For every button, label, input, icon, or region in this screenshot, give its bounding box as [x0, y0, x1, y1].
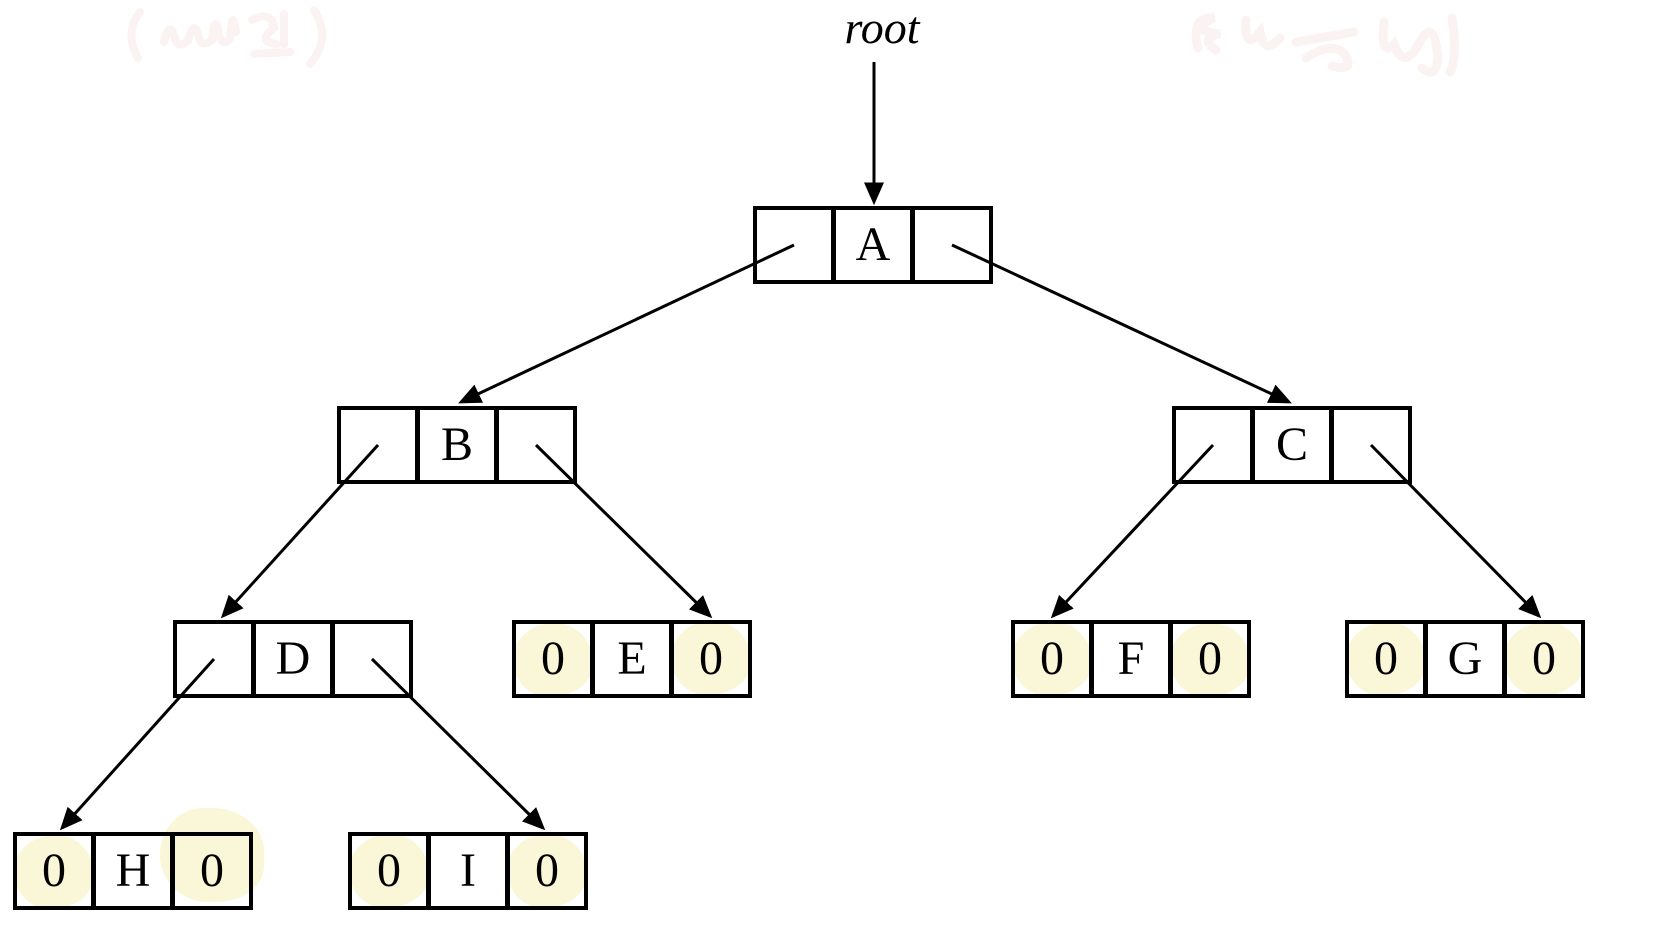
node-I: 0 I 0	[348, 832, 588, 910]
node-label: B	[440, 418, 473, 471]
node-H-right-pointer-cell: 0	[170, 836, 249, 906]
node-C-right-pointer-cell	[1329, 410, 1408, 480]
node-D-data-cell: D	[251, 624, 330, 694]
node-label: F	[1117, 632, 1145, 685]
node-G-left-pointer-cell: 0	[1349, 624, 1423, 694]
node-E-right-pointer-cell: 0	[669, 624, 748, 694]
node-A: A	[753, 206, 993, 284]
null-pointer-value: 0	[377, 844, 401, 897]
node-I-data-cell: I	[426, 836, 505, 906]
null-highlight	[1012, 622, 1092, 696]
node-label: C	[1275, 418, 1308, 471]
node-label: E	[617, 632, 647, 685]
node-A-data-cell: A	[831, 210, 910, 280]
node-G-right-pointer-cell: 0	[1502, 624, 1581, 694]
node-H: 0 H 0	[13, 832, 253, 910]
node-F: 0 F 0	[1011, 620, 1251, 698]
null-pointer-value: 0	[541, 632, 565, 685]
null-pointer-value: 0	[699, 632, 723, 685]
null-highlight	[349, 834, 429, 908]
null-highlight	[1346, 622, 1426, 696]
node-C-data-cell: C	[1250, 410, 1329, 480]
node-H-data-cell: H	[91, 836, 170, 906]
node-G-data-cell: G	[1423, 624, 1502, 694]
node-E-data-cell: E	[590, 624, 669, 694]
node-I-right-pointer-cell: 0	[505, 836, 584, 906]
null-pointer-value: 0	[1040, 632, 1064, 685]
node-F-data-cell: F	[1089, 624, 1168, 694]
node-E: 0 E 0	[512, 620, 752, 698]
root-pointer-label: root	[844, 2, 920, 53]
node-label: I	[460, 844, 476, 897]
null-highlight	[1504, 622, 1584, 696]
faint-handwriting-top-left	[127, 6, 326, 68]
node-B: B	[337, 406, 577, 484]
node-C: C	[1172, 406, 1412, 484]
node-C-left-pointer-cell	[1176, 410, 1250, 480]
node-label: H	[115, 844, 151, 897]
null-pointer-value: 0	[1374, 632, 1398, 685]
node-B-right-pointer-cell	[494, 410, 573, 480]
node-D-left-pointer-cell	[177, 624, 251, 694]
null-pointer-value: 0	[200, 844, 224, 897]
node-E-left-pointer-cell: 0	[516, 624, 590, 694]
null-highlight	[671, 621, 751, 695]
node-label: D	[275, 632, 311, 685]
null-pointer-value: 0	[1532, 632, 1556, 685]
null-highlight	[1170, 623, 1250, 697]
node-H-left-pointer-cell: 0	[17, 836, 91, 906]
node-G: 0 G 0	[1345, 620, 1585, 698]
null-highlight	[14, 835, 94, 909]
node-B-left-pointer-cell	[341, 410, 415, 480]
node-label: G	[1447, 632, 1483, 685]
null-pointer-value: 0	[1198, 632, 1222, 685]
null-pointer-value: 0	[535, 844, 559, 897]
node-D: D	[173, 620, 413, 698]
node-F-left-pointer-cell: 0	[1015, 624, 1089, 694]
node-B-data-cell: B	[415, 410, 494, 480]
node-I-left-pointer-cell: 0	[352, 836, 426, 906]
node-A-right-pointer-cell	[910, 210, 989, 280]
node-F-right-pointer-cell: 0	[1168, 624, 1247, 694]
faint-handwriting-top-right	[1191, 13, 1460, 77]
null-highlight	[507, 834, 587, 908]
null-pointer-value: 0	[42, 844, 66, 897]
node-label: A	[855, 218, 891, 271]
node-D-right-pointer-cell	[330, 624, 409, 694]
node-A-left-pointer-cell	[757, 210, 831, 280]
